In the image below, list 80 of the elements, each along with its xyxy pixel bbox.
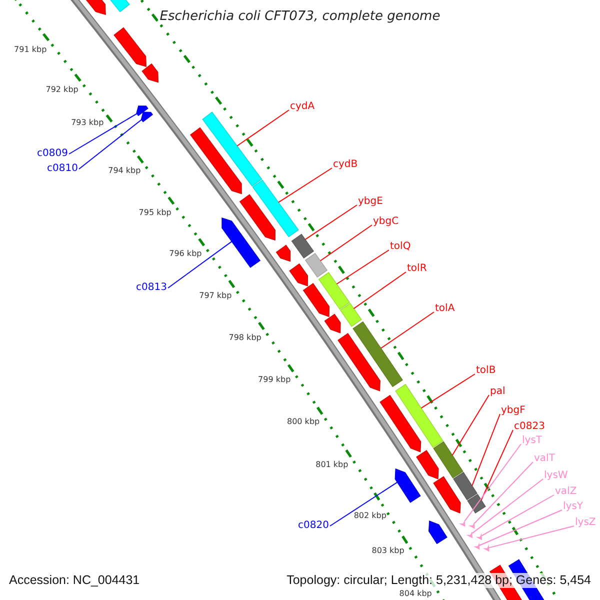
leader-line — [168, 241, 232, 288]
gene-feature — [222, 217, 261, 268]
gene-label: valZ — [555, 486, 577, 498]
gene-block — [395, 384, 444, 448]
trna-feature — [458, 520, 466, 527]
gene-block — [318, 272, 350, 310]
leader-line — [481, 494, 554, 536]
gene-block — [291, 234, 314, 259]
gene-label: c0823 — [514, 421, 545, 433]
trna-feature — [473, 542, 480, 550]
leader-line — [380, 312, 434, 349]
gene-block — [340, 302, 362, 327]
trna-feature — [468, 522, 475, 529]
scale-label: 802 kbp — [354, 511, 386, 522]
gene-label: c0809 — [37, 148, 68, 160]
leader-line — [479, 510, 562, 546]
leader-line — [452, 394, 490, 456]
map-title: Escherichia coli CFT073, complete genome — [158, 9, 442, 24]
leader-line — [472, 478, 544, 534]
scale-label: 798 kbp — [228, 332, 262, 342]
leader-line — [304, 204, 358, 240]
scale-label: 803 kbp — [372, 546, 404, 556]
gene-label: pal — [490, 386, 506, 398]
scale-label: 791 kbp — [14, 44, 47, 55]
gene-feature — [394, 468, 421, 503]
scale-label: 804 kbp — [399, 588, 432, 599]
leader-line — [474, 462, 534, 524]
scale-label: 795 kbp — [138, 208, 172, 218]
gene-label: tolQ — [390, 241, 411, 253]
gene-label: ybgF — [501, 405, 526, 417]
scale-label: 796 kbp — [169, 248, 202, 259]
leader-line — [488, 526, 574, 548]
leader-line — [320, 224, 372, 262]
leader-line — [353, 272, 406, 310]
gene-label: c0810 — [47, 163, 78, 175]
scale-label: 793 kbp — [71, 118, 104, 128]
gene-label: lysW — [544, 470, 568, 482]
trna-feature — [482, 544, 490, 552]
gene-block — [252, 180, 299, 238]
scale-label: 797 kbp — [199, 290, 232, 301]
leader-line — [68, 113, 138, 154]
gene-block — [433, 441, 464, 478]
gene-label: cydB — [333, 159, 358, 171]
gene-block — [202, 112, 262, 187]
gene-label: ybgE — [358, 196, 383, 208]
gene-feature — [140, 112, 154, 122]
scale-label: 800 kbp — [287, 417, 320, 427]
scale-label: 801 kbp — [316, 460, 348, 470]
genome-stats-label: Topology: circular; Length: 5,231,428 bp; Genes: 5,454 — [286, 573, 592, 588]
leader-line — [236, 110, 290, 146]
gene-block — [304, 252, 328, 278]
gene-label: tolR — [407, 263, 427, 275]
trna-feature — [476, 533, 482, 540]
leader-line — [336, 250, 390, 284]
scale-label: 792 kbp — [46, 84, 78, 95]
gene-label: lysY — [563, 501, 584, 513]
leader-line — [420, 374, 476, 409]
leader-line — [464, 444, 522, 522]
gene-block — [467, 494, 486, 514]
gene-feature — [136, 106, 148, 116]
leader-line — [330, 482, 398, 526]
scale-label: 799 kbp — [258, 374, 291, 385]
gene-label: ybgC — [373, 216, 399, 228]
gene-label: c0813 — [136, 282, 167, 294]
trna-feature — [466, 531, 472, 538]
gene-block — [453, 472, 478, 500]
leader-line — [480, 430, 514, 500]
gene-block — [352, 321, 403, 388]
gene-label: valT — [534, 453, 555, 465]
gene-label: lysZ — [575, 517, 596, 529]
gene-label: cydA — [290, 101, 315, 113]
gene-label: c0820 — [298, 520, 329, 532]
leader-line — [472, 414, 500, 486]
leader-line — [278, 168, 332, 203]
leader-line — [78, 119, 142, 170]
gene-label: lysT — [522, 435, 542, 447]
scale-label: 794 kbp — [108, 166, 141, 176]
accession-label: Accession: NC_004431 — [8, 573, 141, 588]
gene-label: tolB — [476, 365, 496, 377]
gene-label: tolA — [435, 303, 455, 315]
